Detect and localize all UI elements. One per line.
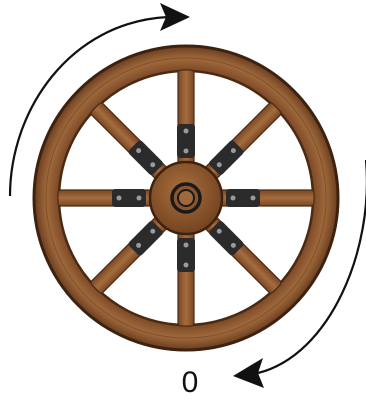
zero-label: 0 [182, 366, 199, 399]
axle-hole [178, 190, 194, 206]
wagon-wheel [34, 46, 338, 350]
